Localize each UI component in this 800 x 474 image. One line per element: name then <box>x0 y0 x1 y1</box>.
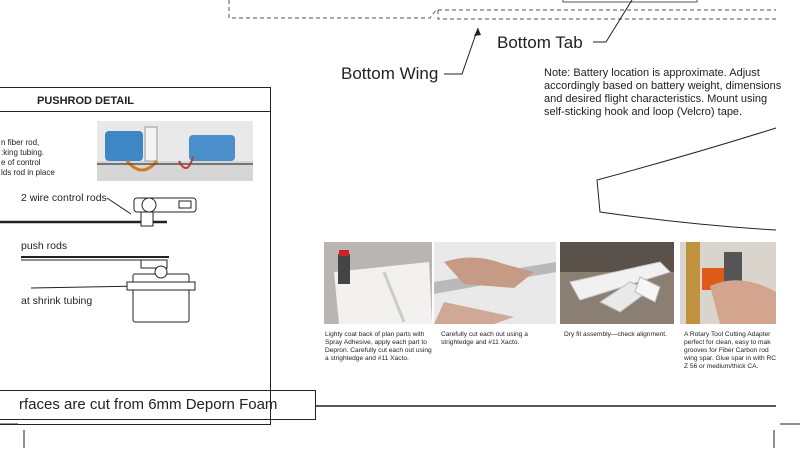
bottom-tab-label: Bottom Tab <box>497 33 583 52</box>
detail-photo-line-1: n fiber rod, <box>1 138 40 147</box>
detail-photo-line-2: :king tubing. <box>1 148 45 157</box>
shrink-tubing-label: at shrink tubing <box>21 295 93 307</box>
pushrod-detail-title: PUSHROD DETAIL <box>37 95 134 107</box>
photo-dry-fit-assembly <box>560 242 674 324</box>
detail-photo-line-4: lds rod in place <box>1 168 55 177</box>
detail-photo-line-3: e of control <box>1 158 41 167</box>
battery-note: Note: Battery location is approximate. A… <box>544 67 782 118</box>
photo-cutting-straightedge <box>434 242 556 324</box>
photo-rotary-tool <box>680 242 776 324</box>
photo-caption-1: Lighty coat back of plan parts with Spra… <box>325 331 432 362</box>
photo-spray-adhesive <box>324 242 432 324</box>
push-rods-label: push rods <box>21 240 68 252</box>
photo-caption-3: Dry fit assembly—check alignment. <box>564 331 667 338</box>
detail-divider <box>0 111 270 112</box>
pushrod-detail-panel: PUSHROD DETAIL n fiber rod, :king tubing… <box>0 87 271 425</box>
bottom-wing-label: Bottom Wing <box>341 64 439 83</box>
servo-photo <box>97 121 253 181</box>
footer-text: rfaces are cut from 6mm Deporn Foam <box>19 396 278 413</box>
photo-caption-2: Carefully cut each out using a strighted… <box>441 331 528 346</box>
footer-box: rfaces are cut from 6mm Deporn Foam <box>0 390 316 420</box>
pushrod-diagram <box>0 197 197 323</box>
photo-caption-4: A Rotary Tool Cutting Adapter perfect fo… <box>684 331 776 370</box>
wire-control-rods-label: 2 wire control rods <box>21 192 107 204</box>
